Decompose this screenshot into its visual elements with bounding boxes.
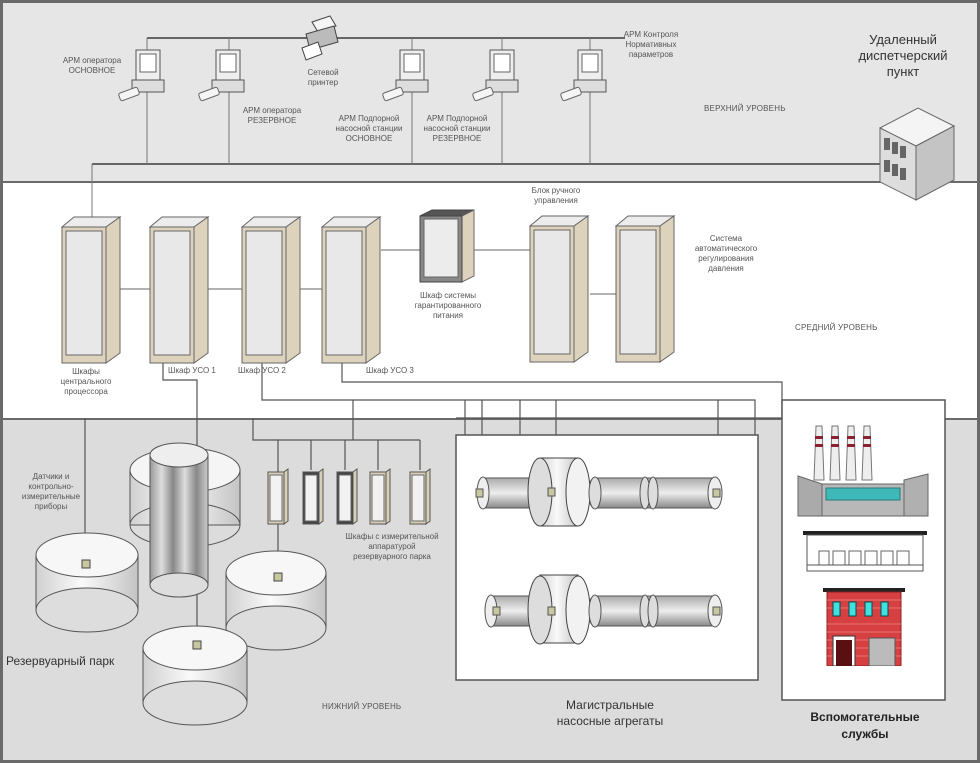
column-tower bbox=[149, 442, 209, 598]
upper-level-label: ВЕРХНИЙ УРОВЕНЬ bbox=[704, 104, 786, 113]
network-bus-top bbox=[92, 37, 910, 165]
remote-center-label: Удаленный диспетчерский пункт bbox=[858, 32, 948, 79]
tank-measurement-cabinet-icon[interactable] bbox=[408, 468, 432, 531]
printer-icon[interactable] bbox=[300, 12, 342, 67]
workstation-icon[interactable] bbox=[560, 48, 610, 108]
tank-measurement-cabinet-icon[interactable] bbox=[335, 468, 359, 531]
uso2-cabinet-icon[interactable] bbox=[240, 215, 302, 370]
warehouse-icon bbox=[803, 531, 927, 578]
tank-farm-label: Резервуарный парк bbox=[6, 654, 115, 668]
tank-sensors bbox=[81, 559, 283, 650]
uso3-cabinet-icon[interactable] bbox=[320, 215, 382, 370]
workstation-icon[interactable] bbox=[472, 48, 522, 108]
uso2-label: Шкаф УСО 2 bbox=[238, 366, 286, 375]
sensors-label: Датчики и контрольно-измерительные прибо… bbox=[21, 472, 81, 511]
workstation-icon[interactable] bbox=[382, 48, 432, 108]
tank-measurement-cabinet-icon[interactable] bbox=[368, 468, 392, 531]
cpu-cabinet-label: Шкафы центрального процессора bbox=[60, 367, 112, 396]
pump-group-frame bbox=[455, 434, 759, 681]
workstation-label-operator-backup: АРМ оператора РЕЗЕРВНОЕ bbox=[242, 106, 302, 125]
pressure-control-cabinet-icon[interactable] bbox=[614, 214, 676, 369]
uso1-label: Шкаф УСО 1 bbox=[168, 366, 216, 375]
manual-control-label: Блок ручного управления bbox=[531, 186, 581, 205]
ups-cabinet-icon[interactable] bbox=[418, 208, 476, 289]
aux-services-label: Вспомогательные службы bbox=[810, 710, 920, 741]
tank-cabinets-label: Шкафы с измерительной аппаратурой резерв… bbox=[345, 532, 439, 561]
uso1-cabinet-icon[interactable] bbox=[148, 215, 210, 370]
tank-measurement-cabinet-icon[interactable] bbox=[266, 468, 290, 531]
pump-unit-1 bbox=[476, 457, 723, 527]
cpu-cabinet-icon[interactable] bbox=[60, 215, 122, 370]
workstation-label-booster-backup: АРМ Подпорной насосной станции РЕЗЕРВНОЕ bbox=[423, 114, 491, 143]
tank-right bbox=[225, 550, 327, 651]
pressure-control-label: Система автоматического регулирования да… bbox=[694, 234, 758, 273]
pump-sensors bbox=[475, 487, 721, 616]
middle-level-label: СРЕДНИЙ УРОВЕНЬ bbox=[795, 323, 878, 332]
ups-cabinet-label: Шкаф системы гарантированного питания bbox=[414, 291, 482, 320]
workstation-label-booster-main: АРМ Подпорной насосной станции ОСНОВНОЕ bbox=[335, 114, 403, 143]
pumps-label: Магистральные насосные агрегаты bbox=[556, 698, 664, 728]
workstation-label-norms-control: АРМ Контроля Нормативных параметров bbox=[623, 30, 679, 59]
uso3-label: Шкаф УСО 3 bbox=[366, 366, 414, 375]
workstation-icon[interactable] bbox=[118, 48, 168, 108]
remote-center-building-icon[interactable] bbox=[878, 106, 958, 207]
lower-level-label: НИЖНИЙ УРОВЕНЬ bbox=[322, 702, 402, 711]
tank-measurement-cabinet-icon[interactable] bbox=[301, 468, 325, 531]
pump-unit-2 bbox=[484, 574, 723, 645]
tank-left bbox=[35, 532, 139, 633]
workstation-label-operator-main: АРМ оператора ОСНОВНОЕ bbox=[62, 56, 122, 75]
workstation-icon[interactable] bbox=[198, 48, 248, 108]
power-plant-icon bbox=[796, 424, 932, 525]
manual-control-cabinet-icon[interactable] bbox=[528, 214, 590, 369]
garage-building-icon bbox=[823, 588, 905, 671]
printer-label: Сетевой принтер bbox=[307, 68, 339, 87]
cabinet-links bbox=[120, 249, 616, 295]
